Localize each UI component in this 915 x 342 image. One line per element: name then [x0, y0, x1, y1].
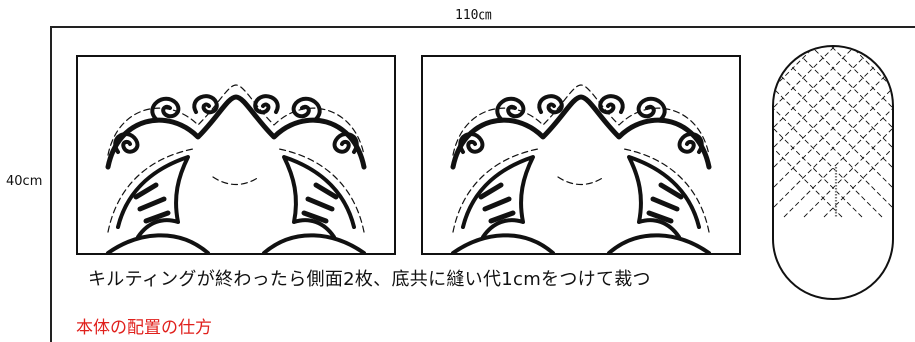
side-panel-2	[421, 55, 741, 255]
quilting-motif-1	[105, 84, 367, 253]
width-dimension-label: 110㎝	[455, 8, 492, 23]
crosshatch-quilting	[774, 47, 892, 218]
layout-heading: 本体の配置の仕方	[76, 318, 212, 338]
height-dimension-label: 40cm	[6, 174, 43, 189]
fabric-top-edge	[50, 26, 915, 28]
side-panel-1	[76, 55, 396, 255]
quilting-motif-2	[450, 84, 712, 253]
bottom-piece-oval	[772, 45, 894, 300]
fabric-left-edge	[50, 26, 52, 342]
cutting-instruction: キルティングが終わったら側面2枚、底共に縫い代1cmをつけて裁つ	[88, 269, 651, 290]
